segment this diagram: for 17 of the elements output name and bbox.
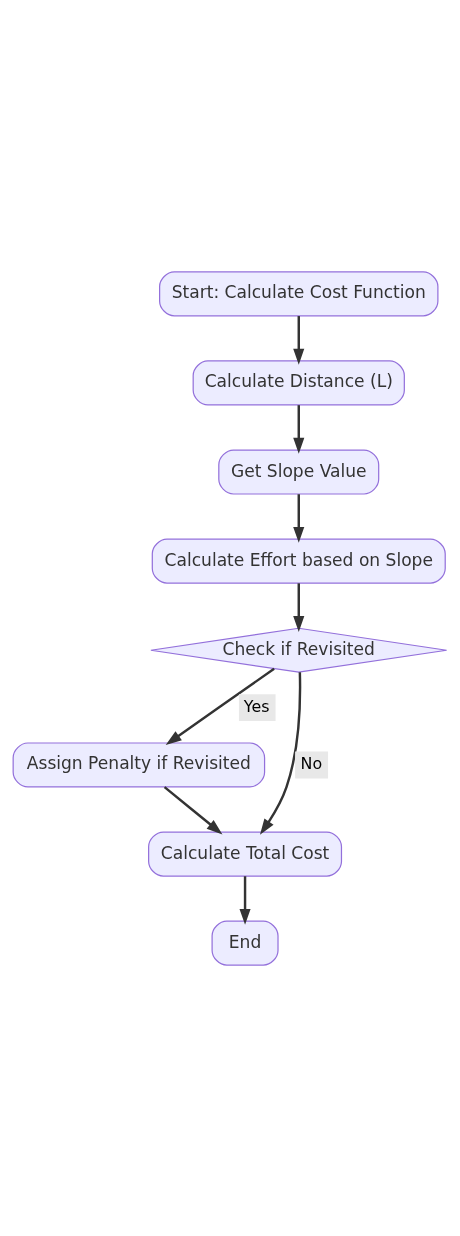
node-diamond: Check if Revisited (150, 627, 448, 673)
arrow (293, 404, 305, 454)
edge-label: Yes (243, 696, 270, 716)
arrow (163, 785, 223, 834)
node-box: End (211, 920, 279, 966)
arrow (293, 582, 305, 632)
arrow (293, 315, 305, 365)
arrow (259, 671, 302, 835)
node-box: Calculate Total Cost (148, 831, 343, 877)
node-box: Assign Penalty if Revisited (12, 741, 266, 788)
arrow (293, 493, 305, 543)
node-box: Get Slope Value (218, 448, 380, 495)
arrow (239, 875, 251, 925)
node-box: Calculate Distance (L) (192, 359, 405, 406)
node-box: Start: Calculate Cost Function (159, 270, 439, 316)
node-box: Calculate Effort based on Slope (151, 538, 446, 584)
edge-label: No (300, 753, 323, 773)
